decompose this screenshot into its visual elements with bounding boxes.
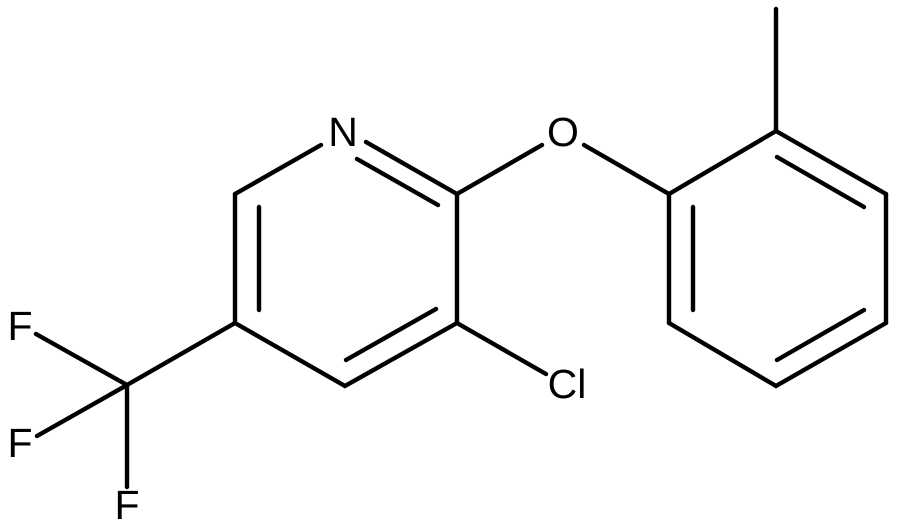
bond-b5-b6 xyxy=(666,320,779,389)
pyridine-ring xyxy=(232,139,460,389)
bond-o-c1prime xyxy=(581,142,672,197)
bond-c2-n1 xyxy=(363,139,460,197)
bond-cf3-f2 xyxy=(34,382,130,439)
bond-n1-c6 xyxy=(232,142,324,197)
bond-c4-c3 xyxy=(342,320,460,389)
bond-b2-b3 xyxy=(773,128,889,197)
bond-c5-c4 xyxy=(232,320,348,389)
atom-label-fluorine-2: F xyxy=(7,420,32,466)
bond-b1-b2 xyxy=(666,128,779,197)
bond-cf3-f1 xyxy=(33,331,130,388)
tolyl-ring xyxy=(666,128,889,389)
bond-c3-cl xyxy=(454,320,549,377)
atom-label-chlorine: Cl xyxy=(548,361,587,407)
bond-c4-c3-inner xyxy=(343,306,439,363)
bond-c2-n1-inner xyxy=(354,156,441,208)
atom-label-nitrogen: N xyxy=(328,109,358,155)
atom-label-fluorine-1: F xyxy=(7,303,32,349)
bond-b2-b3-inner xyxy=(774,154,867,210)
atom-label-oxygen: O xyxy=(547,109,579,155)
bond-c5-cf3 xyxy=(124,320,238,388)
bond-c2-o xyxy=(454,142,545,197)
atom-label-fluorine-3: F xyxy=(114,482,139,528)
bond-b4-b5-inner xyxy=(774,307,867,363)
bond-b4-b5 xyxy=(773,320,889,389)
